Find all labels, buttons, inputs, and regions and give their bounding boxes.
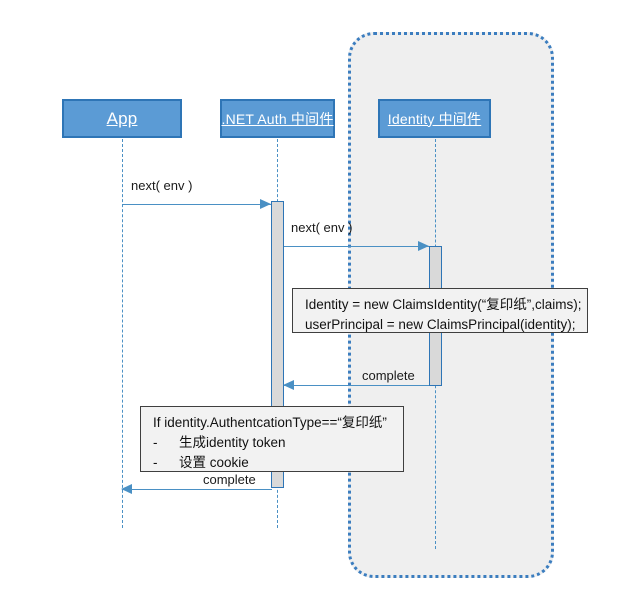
message-arrow-complete-1 bbox=[284, 385, 429, 386]
note-claims-identity: Identity = new ClaimsIdentity(“复印纸”,clai… bbox=[292, 288, 588, 333]
message-label-complete-1: complete bbox=[362, 368, 415, 383]
participant-app[interactable]: App bbox=[62, 99, 182, 138]
note-auth-line-2: - 生成identity token bbox=[153, 433, 393, 453]
participant-dotnet-auth[interactable]: .NET Auth 中间件 bbox=[220, 99, 335, 138]
message-arrow-complete-2 bbox=[122, 489, 272, 490]
note-auth-bullet-text-2: 设置 cookie bbox=[179, 455, 249, 470]
arrowhead-next-env-1-icon bbox=[260, 198, 271, 209]
note-auth-bullet-text-1: 生成identity token bbox=[179, 435, 286, 450]
arrowhead-complete-1-icon bbox=[283, 379, 294, 390]
note-auth-bullet-dash-2: - bbox=[153, 455, 158, 470]
message-arrow-next-env-1 bbox=[122, 204, 271, 205]
participant-identity[interactable]: Identity 中间件 bbox=[378, 99, 491, 138]
arrowhead-next-env-2-icon bbox=[418, 240, 429, 251]
note-authentication-type: If identity.AuthentcationType==“复印纸” - 生… bbox=[140, 406, 404, 472]
participant-dotnet-auth-label: .NET Auth 中间件 bbox=[221, 110, 334, 127]
note-claims-line-1: Identity = new ClaimsIdentity(“复印纸”,clai… bbox=[305, 297, 582, 312]
note-claims-line-2: userPrincipal = new ClaimsPrincipal(iden… bbox=[305, 317, 576, 332]
note-auth-bullet-dash-1: - bbox=[153, 435, 158, 450]
participant-identity-label: Identity 中间件 bbox=[387, 110, 482, 127]
lifeline-app bbox=[122, 139, 123, 528]
message-label-next-env-2: next( env ) bbox=[291, 220, 353, 235]
note-auth-line-1: If identity.AuthentcationType==“复印纸” bbox=[153, 415, 387, 430]
arrowhead-complete-2-icon bbox=[121, 483, 132, 494]
note-auth-line-3: - 设置 cookie bbox=[153, 453, 393, 473]
message-label-next-env-1: next( env ) bbox=[131, 178, 193, 193]
participant-app-label: App bbox=[106, 108, 138, 128]
message-arrow-next-env-2 bbox=[284, 246, 429, 247]
message-label-complete-2: complete bbox=[203, 472, 256, 487]
